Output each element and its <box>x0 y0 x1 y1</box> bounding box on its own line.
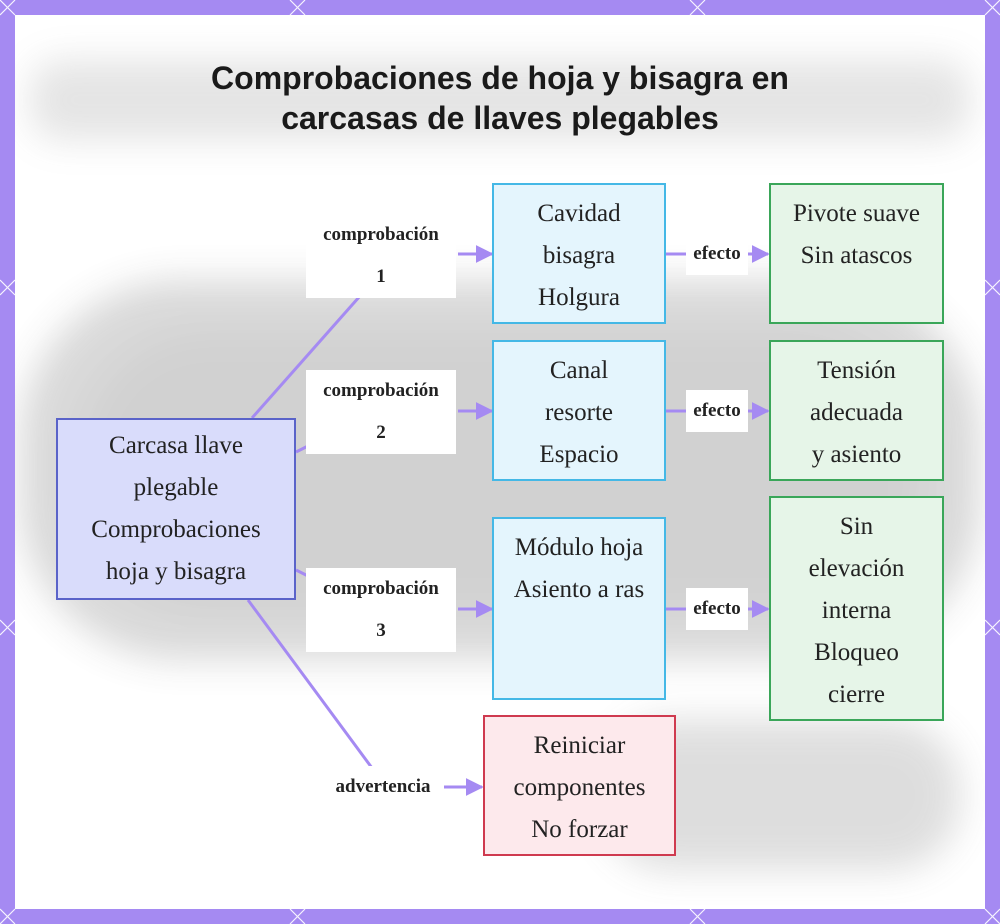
edge-label-line: efecto <box>693 243 741 264</box>
check-line: Cavidad <box>537 200 621 227</box>
root-line: Carcasa llave <box>109 432 243 459</box>
edge-label-line: efecto <box>693 598 741 619</box>
check-line: Módulo hoja <box>514 534 644 561</box>
edge-label-line: 3 <box>376 620 386 641</box>
check-3-box: Módulo hoja Asiento a ras <box>492 517 666 700</box>
check-2-label: comprobación 2 <box>306 370 456 454</box>
result-1-box: Pivote suave Sin atascos <box>769 183 944 324</box>
result-line: elevación <box>808 555 905 582</box>
edge-label-line: 1 <box>376 266 386 287</box>
edge-label-line: 2 <box>376 422 386 443</box>
root-line: hoja y bisagra <box>105 558 247 585</box>
warning-line: componentes <box>513 774 646 801</box>
warning-box: Reiniciar componentes No forzar <box>483 715 676 856</box>
root-line: plegable <box>133 474 219 501</box>
result-line: Tensión <box>817 357 896 384</box>
effect-2-label: efecto <box>686 390 748 432</box>
check-line: resorte <box>544 399 614 426</box>
result-line: Bloqueo <box>814 639 899 666</box>
check-1-box: Cavidad bisagra Holgura <box>492 183 666 324</box>
result-line: Pivote suave <box>792 200 921 227</box>
root-node: Carcasa llave plegable Comprobaciones ho… <box>56 418 296 600</box>
check-3-label: comprobación 3 <box>306 568 456 652</box>
diagram-title: Comprobaciones de hoja y bisagra en carc… <box>0 58 1000 138</box>
result-3-box: Sin elevación interna Bloqueo cierre <box>769 496 944 721</box>
edge-label-line: advertencia <box>335 776 431 797</box>
warning-label: advertencia <box>322 766 444 808</box>
warning-line: Reiniciar <box>533 732 626 759</box>
edge-root-warning <box>246 599 374 769</box>
result-line: cierre <box>828 681 885 708</box>
check-line: Canal <box>549 357 609 384</box>
edge-label-line: comprobación <box>323 380 439 401</box>
check-line: bisagra <box>542 242 616 269</box>
warning-line: No forzar <box>531 816 628 843</box>
edge-root-check1 <box>250 295 362 419</box>
edge-label-line: comprobación <box>323 578 439 599</box>
title-line-1: Comprobaciones de hoja y bisagra en <box>211 60 789 96</box>
result-2-box: Tensión adecuada y asiento <box>769 340 944 481</box>
root-line: Comprobaciones <box>91 516 261 543</box>
result-line: adecuada <box>810 399 903 426</box>
result-line: y asiento <box>811 441 902 468</box>
check-line: Holgura <box>538 284 620 311</box>
check-1-label: comprobación 1 <box>306 214 456 298</box>
edge-label-line: efecto <box>693 400 741 421</box>
check-2-box: Canal resorte Espacio <box>492 340 666 481</box>
title-line-2: carcasas de llaves plegables <box>281 100 719 136</box>
edge-label-line: comprobación <box>323 224 439 245</box>
check-line: Espacio <box>539 441 619 468</box>
result-line: interna <box>821 597 892 624</box>
check-line: Asiento a ras <box>513 576 645 603</box>
effect-1-label: efecto <box>686 233 748 275</box>
result-line: Sin <box>839 513 874 540</box>
effect-3-label: efecto <box>686 588 748 630</box>
result-line: Sin atascos <box>800 242 913 269</box>
